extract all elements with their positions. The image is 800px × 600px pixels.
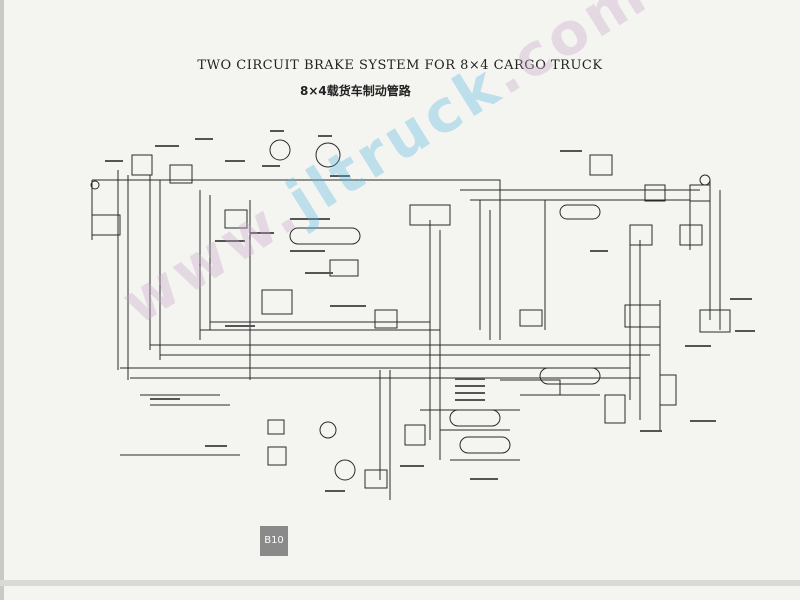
valve-component (679, 224, 703, 246)
label-mark (730, 298, 752, 300)
scan-left-edge (0, 0, 4, 600)
brake-chamber (319, 421, 337, 439)
label-mark (330, 175, 350, 177)
brake-chamber (269, 139, 291, 161)
label-mark (735, 330, 755, 332)
label-mark (455, 378, 485, 380)
brake-chamber (90, 180, 100, 190)
valve-component (624, 304, 661, 328)
valve-component (91, 214, 121, 236)
label-mark (215, 240, 245, 242)
valve-component (604, 394, 626, 424)
label-mark (305, 272, 333, 274)
valve-component (267, 419, 285, 435)
diagram-title: TWO CIRCUIT BRAKE SYSTEM FOR 8×4 CARGO T… (197, 58, 603, 73)
brake-chamber (315, 142, 341, 168)
valve-component (329, 259, 359, 277)
label-mark (455, 385, 485, 387)
valve-component (589, 154, 613, 176)
label-mark (225, 325, 255, 327)
label-mark (225, 160, 245, 162)
valve-component (267, 446, 287, 466)
pipe-line (500, 379, 561, 395)
label-mark (150, 398, 180, 400)
label-mark (205, 445, 227, 447)
label-mark (155, 145, 179, 147)
scan-bottom-edge (0, 580, 800, 586)
valve-component (629, 224, 653, 246)
label-mark (290, 250, 325, 252)
valve-component (699, 309, 731, 333)
valve-component (169, 164, 193, 184)
air-tank (559, 204, 601, 220)
valve-component (374, 309, 398, 329)
pipe-line (470, 199, 691, 250)
label-mark (105, 160, 123, 162)
label-mark (400, 465, 424, 467)
page-number-badge: B10 (260, 526, 288, 556)
label-mark (590, 250, 608, 252)
label-mark (250, 232, 274, 234)
valve-component (131, 154, 153, 176)
valve-component (364, 469, 388, 489)
valve-component (224, 209, 248, 229)
label-mark (325, 490, 345, 492)
label-mark (640, 430, 662, 432)
label-mark (318, 135, 332, 137)
label-mark (290, 218, 330, 220)
label-mark (560, 150, 582, 152)
air-tank (449, 409, 501, 427)
brake-chamber (334, 459, 356, 481)
valve-component (404, 424, 426, 446)
label-mark (455, 399, 485, 401)
valve-component (659, 374, 677, 406)
pipe-line (92, 179, 501, 340)
air-tank (459, 436, 511, 454)
air-tank (539, 367, 601, 385)
label-mark (262, 165, 280, 167)
valve-component (261, 289, 293, 315)
valve-component (644, 184, 666, 202)
diagram-title-chinese: 8×4载货车制动管路 (300, 84, 411, 98)
label-mark (470, 478, 498, 480)
label-mark (690, 420, 716, 422)
valve-component (409, 204, 451, 226)
brake-chamber (699, 174, 711, 186)
label-mark (685, 345, 711, 347)
label-mark (330, 305, 366, 307)
valve-component (689, 184, 711, 202)
air-tank (289, 227, 361, 245)
label-mark (455, 392, 485, 394)
valve-component (519, 309, 543, 327)
label-mark (195, 138, 213, 140)
label-mark (270, 130, 284, 132)
